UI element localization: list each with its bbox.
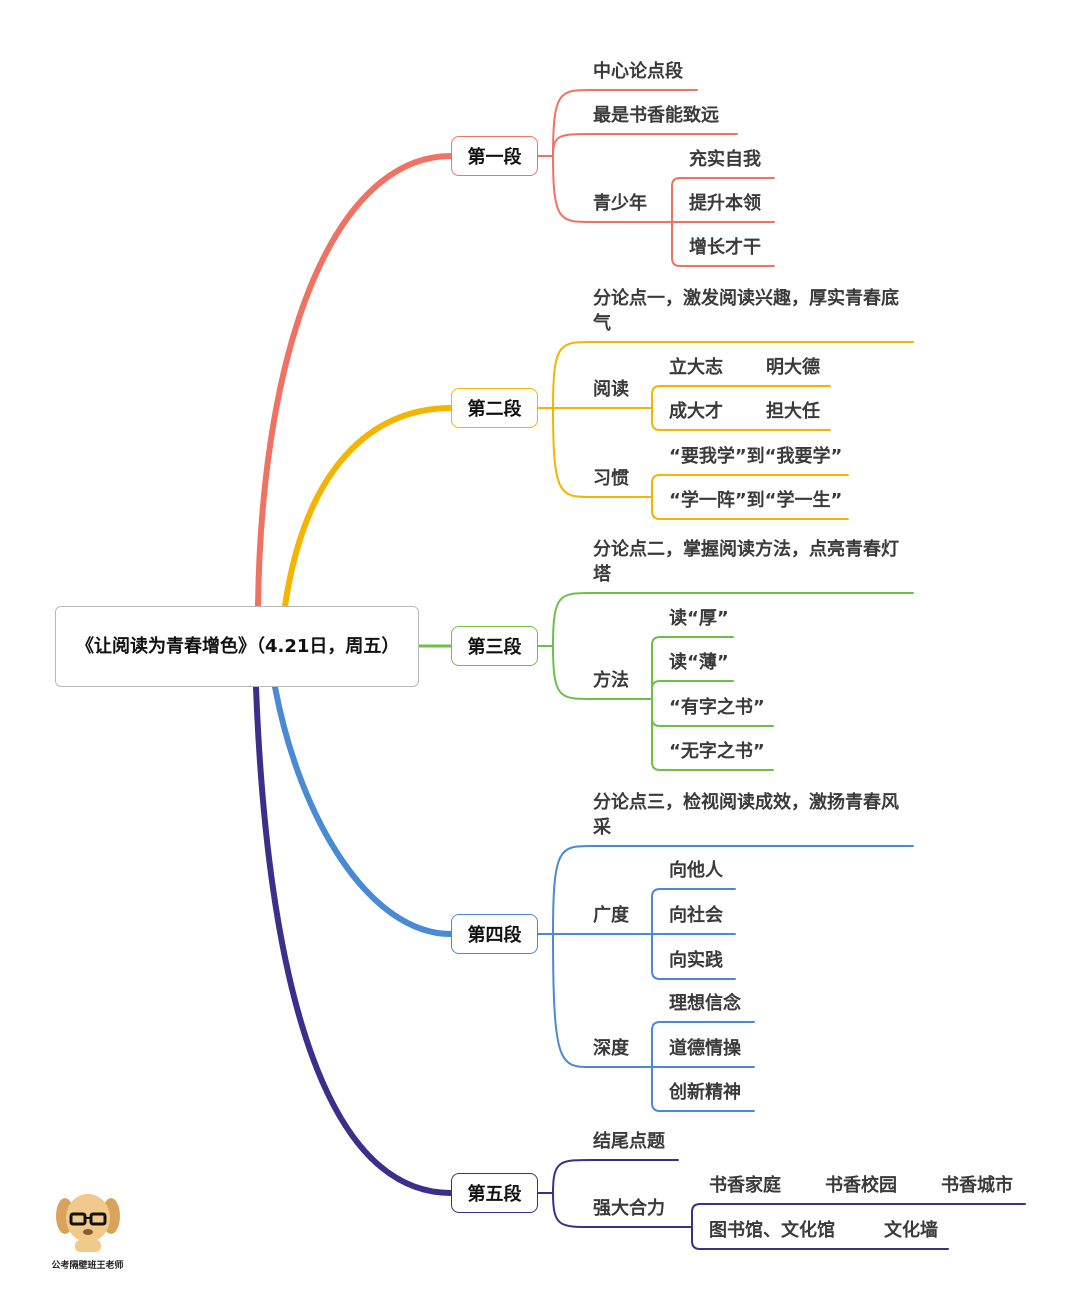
branch-2 <box>282 405 454 609</box>
subtopic-node[interactable]: 读“厚” <box>669 608 729 629</box>
topic-connector <box>552 133 738 157</box>
topic-node[interactable]: 最是书香能致远 <box>593 105 719 126</box>
subtopic-connector <box>651 385 831 409</box>
subtopic-connector <box>651 888 736 935</box>
topic-node[interactable]: 广度 <box>593 905 629 926</box>
subtopic-connector <box>651 407 831 431</box>
subtopic-connector <box>691 1203 1026 1228</box>
topic-connector <box>552 341 914 409</box>
topic-node[interactable]: 强大合力 <box>593 1198 665 1219</box>
topic-connector <box>552 645 653 700</box>
subtopic-node[interactable]: “无字之书” <box>669 741 765 762</box>
watermark-logo: 公考隔壁班王老师 <box>40 1188 135 1271</box>
subtopic-connector <box>691 1226 949 1250</box>
subtopic-connector <box>651 933 736 980</box>
topic-node[interactable]: 习惯 <box>593 468 629 489</box>
topic-node[interactable]: 方法 <box>593 670 629 691</box>
section-label: 第一段 <box>467 147 522 168</box>
topic-connector <box>552 89 698 157</box>
subtopic-node[interactable]: “学一阵”到“学一生” <box>669 490 843 511</box>
subtopic-node[interactable]: 读“薄” <box>669 652 729 673</box>
topic-connector <box>552 407 653 498</box>
section-node-3[interactable]: 第三段 <box>451 626 538 666</box>
subtopic-node[interactable]: 向他人 <box>669 860 723 881</box>
section-label: 第三段 <box>467 637 522 658</box>
subtopic-node[interactable]: 书香校园 <box>825 1175 897 1196</box>
topic-node[interactable]: 分论点一，激发阅读兴趣，厚实青春底气 <box>593 288 899 334</box>
subtopic-connector <box>651 1066 755 1112</box>
section-node-1[interactable]: 第一段 <box>451 136 538 176</box>
subtopic-connector <box>651 636 734 700</box>
section-label: 第五段 <box>467 1184 522 1205</box>
subtopic-node[interactable]: 书香城市 <box>941 1175 1013 1196</box>
topic-connector <box>552 845 914 935</box>
section-node-4[interactable]: 第四段 <box>451 914 538 954</box>
topic-node[interactable]: 中心论点段 <box>593 61 683 82</box>
subtopic-node[interactable]: 向实践 <box>669 950 723 971</box>
subtopic-node[interactable]: “有字之书” <box>669 697 765 718</box>
subtopic-node[interactable]: 道德情操 <box>669 1038 741 1059</box>
subtopic-node[interactable]: 充实自我 <box>689 149 761 170</box>
topic-connector <box>552 155 673 223</box>
topic-connector <box>552 1159 679 1194</box>
dog-mascot-icon <box>55 1194 120 1252</box>
root-node[interactable]: 《让阅读为青春增色》（4.21日，周五） <box>55 606 419 687</box>
section-node-5[interactable]: 第五段 <box>451 1173 538 1213</box>
subtopic-node[interactable]: 明大德 <box>766 357 820 378</box>
subtopic-connector <box>651 698 774 771</box>
topic-node[interactable]: 深度 <box>593 1038 629 1059</box>
subtopic-connector <box>651 680 734 700</box>
subtopic-node[interactable]: 文化墙 <box>884 1220 938 1241</box>
topic-node[interactable]: 结尾点题 <box>593 1131 665 1152</box>
branch-4 <box>272 684 454 937</box>
topic-connector <box>552 1192 693 1228</box>
subtopic-connector <box>651 474 849 498</box>
branch-1 <box>255 153 454 609</box>
subtopic-node[interactable]: 向社会 <box>669 905 723 926</box>
topic-node[interactable]: 阅读 <box>593 379 629 400</box>
subtopic-node[interactable]: 创新精神 <box>669 1082 741 1103</box>
subtopic-node[interactable]: 成大才 <box>669 401 723 422</box>
subtopic-node[interactable]: 书香家庭 <box>709 1175 781 1196</box>
subtopic-connector <box>671 177 775 223</box>
subtopic-connector <box>671 221 775 267</box>
topic-connector <box>552 933 653 1068</box>
watermark-text: 公考隔壁班王老师 <box>51 1261 124 1271</box>
root-title: 《让阅读为青春增色》（4.21日，周五） <box>76 636 400 657</box>
subtopic-node[interactable]: 提升本领 <box>689 193 761 214</box>
subtopic-node[interactable]: “要我学”到“我要学” <box>669 446 843 467</box>
section-node-2[interactable]: 第二段 <box>451 388 538 428</box>
subtopic-node[interactable]: 增长才干 <box>689 237 761 258</box>
topic-node[interactable]: 分论点三，检视阅读成效，激扬青春风采 <box>593 792 899 838</box>
section-label: 第二段 <box>467 399 522 420</box>
topic-node[interactable]: 分论点二，掌握阅读方法，点亮青春灯塔 <box>593 539 899 585</box>
branch-5 <box>253 684 454 1196</box>
topic-node[interactable]: 青少年 <box>593 193 647 214</box>
subtopic-node[interactable]: 担大任 <box>766 401 820 422</box>
subtopic-node[interactable]: 理想信念 <box>669 993 741 1014</box>
subtopic-connector <box>651 1021 755 1068</box>
subtopic-node[interactable]: 图书馆、文化馆 <box>709 1220 835 1241</box>
subtopic-node[interactable]: 立大志 <box>669 357 723 378</box>
subtopic-connector <box>651 496 849 520</box>
topic-connector <box>552 592 914 647</box>
section-label: 第四段 <box>467 925 522 946</box>
